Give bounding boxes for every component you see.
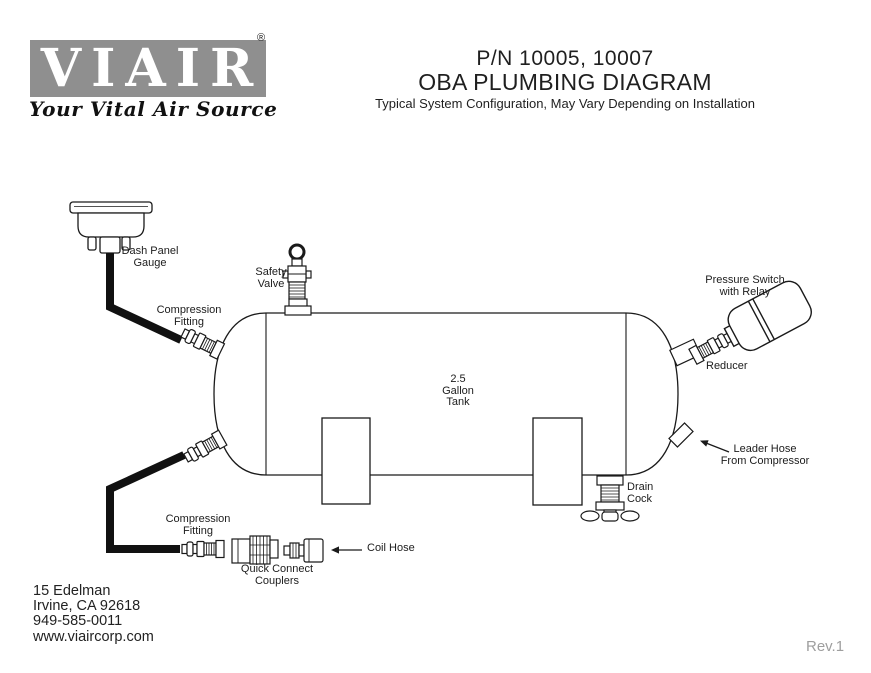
leader-hose-port [668, 422, 694, 448]
label-drain-cock: Drain Cock [627, 481, 654, 505]
tank-foot-left [321, 417, 371, 505]
part-number-title: P/N 10005, 10007 [476, 47, 654, 70]
label-quick-connect-couplers: Quick Connect Couplers [240, 563, 314, 587]
compression-fitting-lower-icon [181, 429, 228, 467]
label-compression-fitting-upper: Compression Fitting [156, 304, 222, 328]
dash-panel-gauge-icon [69, 201, 153, 254]
viair-logo: VIAIR [30, 40, 266, 97]
label-pressure-switch: Pressure Switch with Relay [705, 274, 785, 298]
title-block: P/N 10005, 10007 OBA PLUMBING DIAGRAM Ty… [330, 48, 800, 111]
diagram-title: OBA PLUMBING DIAGRAM [418, 69, 712, 95]
compression-fitting-bottom-icon [181, 539, 225, 559]
viair-logo-text: VIAIR [40, 38, 264, 99]
registered-trademark-icon: ® [257, 32, 266, 44]
revision-text: Rev.1 [806, 638, 845, 655]
lower-hose-line [106, 451, 186, 553]
label-coil-hose: Coil Hose [367, 542, 415, 554]
quick-connect-coupler-male-icon [283, 538, 324, 563]
gauge-hose-line [106, 253, 183, 344]
safety-valve-icon [282, 243, 312, 316]
label-tank: 2.5 Gallon Tank [442, 373, 474, 408]
compression-fitting-upper-icon [178, 324, 226, 360]
label-safety-valve: Safety Valve [255, 266, 287, 290]
label-compression-fitting-lower: Compression Fitting [165, 513, 231, 537]
drain-cock-icon [580, 475, 640, 522]
pressure-switch-icon [723, 280, 812, 352]
label-dash-panel-gauge: Dash Panel Gauge [121, 245, 179, 269]
company-address: 15 Edelman Irvine, CA 92618 949-585-0011… [33, 583, 154, 645]
leader-hose-arrow-icon [700, 440, 730, 453]
coil-hose-arrow-icon [331, 546, 362, 554]
logo-tagline: Your Vital Air Source [29, 97, 278, 121]
label-reducer: Reducer [706, 360, 748, 372]
tank-foot-right [532, 417, 583, 506]
quick-connect-coupler-female-icon [231, 535, 279, 565]
diagram-subtitle: Typical System Configuration, May Vary D… [375, 96, 755, 111]
label-leader-hose: Leader Hose From Compressor [720, 443, 810, 467]
